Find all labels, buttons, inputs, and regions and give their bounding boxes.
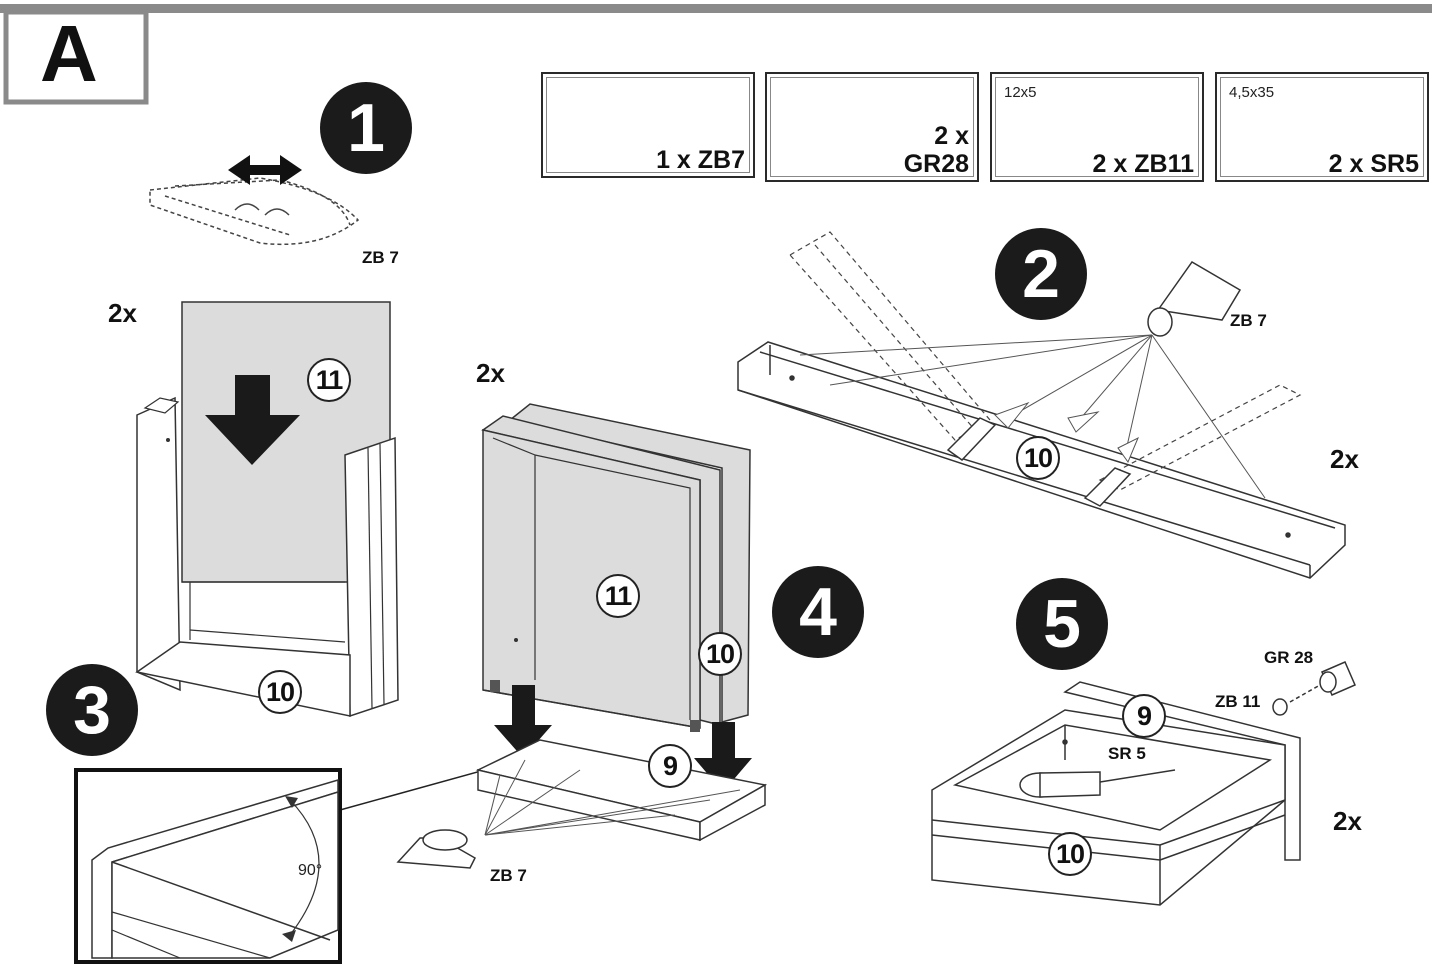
step1-glue-tube-illustration bbox=[149, 177, 360, 246]
part-qty-screw: 2 x SR5 bbox=[1328, 150, 1419, 178]
part-box-glue: 1 x ZB7 bbox=[541, 72, 755, 178]
callout-panel-11-step1: 11 bbox=[307, 358, 351, 402]
part-box-washer: 12x5 2 x ZB11 bbox=[990, 72, 1204, 182]
multiplier-step2: 2x bbox=[1330, 444, 1359, 474]
corner-detail-inset bbox=[74, 757, 529, 964]
down-arrow-icon bbox=[205, 375, 300, 465]
step-number-4: 4 bbox=[772, 566, 864, 658]
part-qty-glue: 1 x ZB7 bbox=[656, 146, 745, 174]
callout-base-9-step4: 9 bbox=[648, 744, 692, 788]
label-sr5: SR 5 bbox=[1108, 744, 1146, 763]
callout-base-9-step5: 9 bbox=[1122, 694, 1166, 738]
rail-glue-lines bbox=[799, 334, 1266, 499]
section-letter: A bbox=[40, 9, 98, 98]
part-size-washer: 12x5 bbox=[1004, 84, 1037, 101]
rail-clips bbox=[946, 417, 1132, 507]
callout-rail-10-step5: 10 bbox=[1048, 832, 1092, 876]
small-glue-tube-icon bbox=[396, 829, 476, 869]
back-panel-frame-illustration bbox=[135, 301, 399, 718]
callout-rail-10-step1: 10 bbox=[258, 670, 302, 714]
step-number-1: 1 bbox=[320, 82, 412, 174]
label-gr28: GR 28 bbox=[1264, 648, 1314, 667]
callout-rail-10-step4: 10 bbox=[698, 632, 742, 676]
drawer-illustration bbox=[931, 681, 1301, 906]
multiplier-step4: 2x bbox=[476, 358, 505, 388]
part-qty-dowel-line1: 2 x bbox=[934, 122, 969, 150]
part-size-screw: 4,5x35 bbox=[1229, 84, 1275, 101]
part-qty-dowel: 2 x GR28 bbox=[904, 122, 969, 178]
part-box-dowel: 2 x GR28 bbox=[765, 72, 979, 182]
step-number-5: 5 bbox=[1016, 578, 1108, 670]
step-number-3: 3 bbox=[46, 664, 138, 756]
callout-rail-10-step2: 10 bbox=[1016, 436, 1060, 480]
callout-panel-11-step4: 11 bbox=[596, 574, 640, 618]
glue-application-lines bbox=[484, 759, 741, 836]
label-zb11: ZB 11 bbox=[1215, 692, 1261, 711]
part-qty-washer: 2 x ZB11 bbox=[1092, 150, 1194, 178]
multiplier-step1: 2x bbox=[108, 298, 137, 328]
multiplier-step5: 2x bbox=[1333, 806, 1362, 836]
base-board-illustration bbox=[475, 739, 768, 842]
screwdriver-icon bbox=[1019, 769, 1176, 798]
label-zb7-step1: ZB 7 bbox=[362, 248, 399, 267]
step-number-2: 2 bbox=[995, 228, 1087, 320]
rail-glue-tube-icon bbox=[1147, 261, 1242, 337]
label-zb7-step4: ZB 7 bbox=[490, 866, 527, 885]
double-arrow-icon bbox=[228, 155, 302, 185]
label-zb7-step2: ZB 7 bbox=[1230, 311, 1267, 330]
dowel-washer-icon bbox=[1272, 661, 1356, 716]
part-box-screw: 4,5x35 2 x SR5 bbox=[1215, 72, 1429, 182]
header-rule bbox=[0, 4, 1432, 13]
angle-label: 90° bbox=[298, 862, 323, 879]
carcass-illustration bbox=[481, 403, 752, 792]
down-arrow-icon bbox=[494, 685, 552, 758]
section-box bbox=[3, 9, 149, 105]
part-qty-dowel-line2: GR28 bbox=[903, 150, 969, 178]
